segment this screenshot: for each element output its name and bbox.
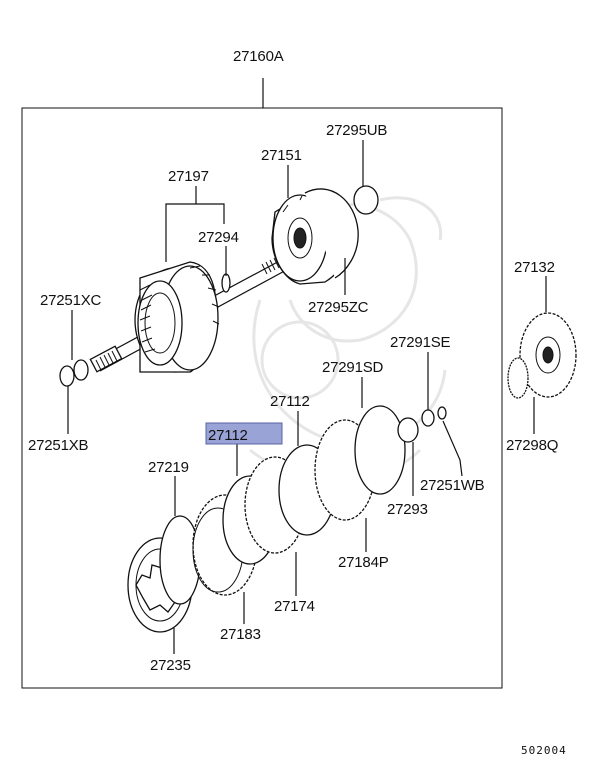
part-27132[interactable] (519, 312, 577, 398)
part-27251XB[interactable] (59, 365, 75, 387)
label-27295UB[interactable]: 27295UB (326, 122, 388, 139)
highlight-box (205, 422, 283, 445)
part-27251WB[interactable] (437, 406, 447, 420)
label-27132[interactable]: 27132 (514, 259, 555, 276)
label-27151[interactable]: 27151 (261, 147, 302, 164)
label-27251WB[interactable]: 27251WB (420, 477, 485, 494)
label-27298Q[interactable]: 27298Q (506, 437, 558, 454)
label-27112-highlighted[interactable]: 27112 (208, 427, 248, 444)
part-27293[interactable] (397, 417, 419, 443)
part-27291SD[interactable] (354, 405, 406, 495)
part-27298Q[interactable] (507, 357, 529, 399)
label-27183[interactable]: 27183 (220, 626, 261, 643)
label-27251XB[interactable]: 27251XB (28, 437, 89, 454)
label-27219[interactable]: 27219 (148, 459, 189, 476)
label-27112-upper[interactable]: 27112 (270, 393, 310, 410)
assembly-label: 27160A (233, 48, 284, 65)
label-27174[interactable]: 27174 (274, 598, 315, 615)
label-27251XC[interactable]: 27251XC (40, 292, 102, 309)
label-27291SE[interactable]: 27291SE (390, 334, 451, 351)
label-27295ZC[interactable]: 27295ZC (308, 299, 369, 316)
label-27294[interactable]: 27294 (198, 229, 239, 246)
leader-lines (67, 140, 547, 654)
assembly-frame (21, 107, 503, 689)
part-27291SE[interactable] (421, 409, 435, 427)
label-27235[interactable]: 27235 (150, 657, 191, 674)
label-27291SD[interactable]: 27291SD (322, 359, 384, 376)
label-27293[interactable]: 27293 (387, 501, 428, 518)
label-27197[interactable]: 27197 (168, 168, 209, 185)
part-27197-shaft[interactable] (89, 257, 291, 373)
part-27295ZC[interactable] (304, 188, 359, 279)
part-27295UB[interactable] (353, 185, 379, 215)
label-27184P[interactable]: 27184P (338, 554, 389, 571)
figure-number: 502004 (521, 744, 567, 757)
part-27251XC[interactable] (73, 359, 89, 381)
